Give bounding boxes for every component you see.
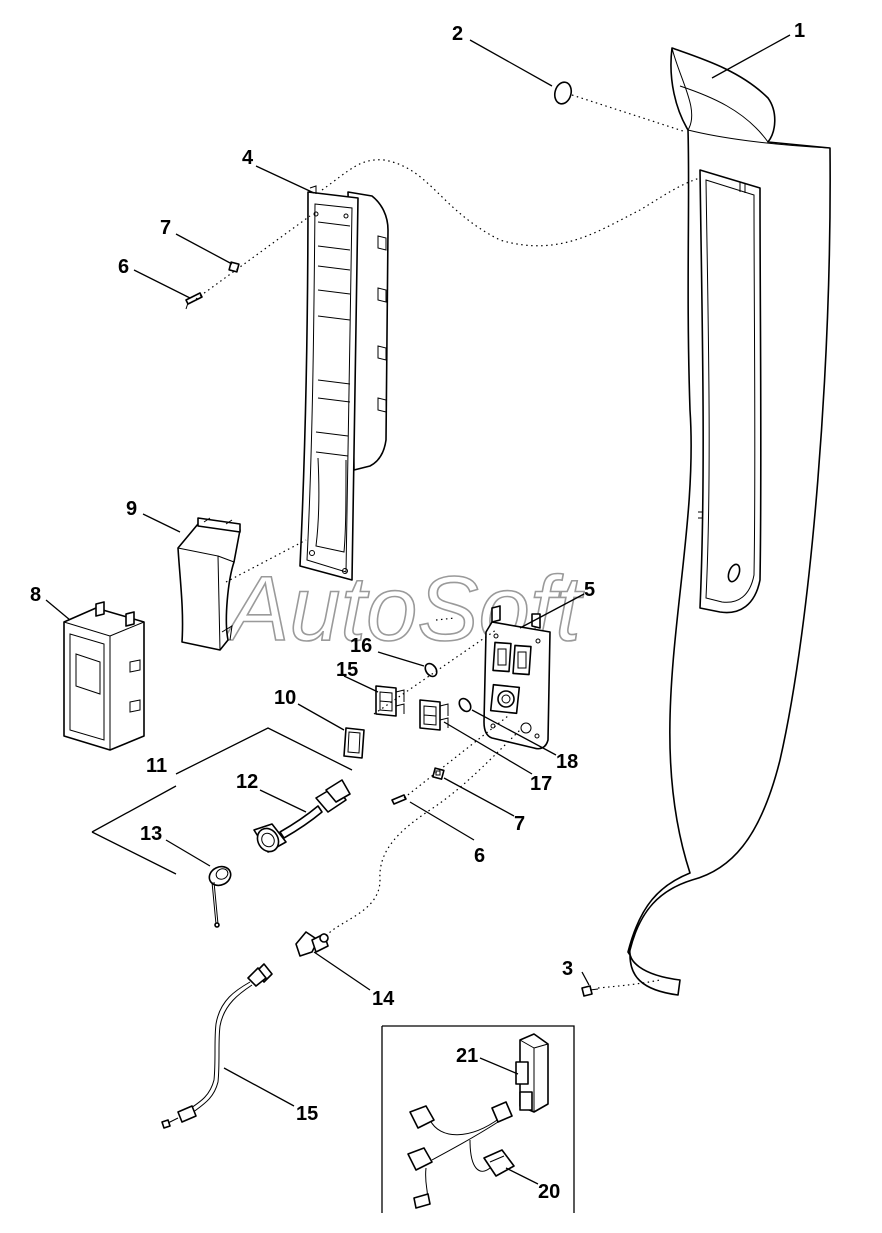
callout-3: 3 (562, 958, 573, 980)
knob-switch-part-14 (295, 931, 329, 957)
inset-harness-box (381, 1025, 575, 1213)
rocker-switch-part-15 (375, 685, 405, 717)
callout-20: 20 (538, 1181, 560, 1203)
callout-8: 8 (30, 584, 41, 606)
callout-7-upper: 7 (160, 217, 171, 239)
bulb-part-16 (424, 662, 438, 678)
callout-1: 1 (794, 20, 805, 42)
switch-panel-part-5 (483, 605, 551, 750)
bracket-part-9 (177, 517, 241, 651)
leader-lines (45, 34, 791, 1185)
socket-harness-part-12 (253, 779, 351, 853)
assembly-dotted-lines (191, 94, 701, 989)
plug-part-2 (553, 81, 573, 105)
callout-15-cable: 15 (296, 1103, 318, 1125)
callout-2: 2 (452, 23, 463, 45)
callout-13: 13 (140, 823, 162, 845)
callout-15-switch: 15 (336, 659, 358, 681)
callout-9: 9 (126, 498, 137, 520)
callout-11: 11 (146, 755, 167, 777)
screw-part-3 (581, 985, 599, 997)
callout-4: 4 (242, 147, 254, 169)
callout-16: 16 (350, 635, 372, 657)
callout-5: 5 (584, 579, 595, 601)
callout-17: 17 (530, 773, 552, 795)
callout-14: 14 (372, 988, 395, 1010)
connector-part-20 (483, 1149, 515, 1177)
callout-12: 12 (236, 771, 258, 793)
callout-7-lower: 7 (514, 813, 525, 835)
clip-part-7-lower (432, 767, 445, 780)
callout-6-lower: 6 (474, 845, 485, 867)
connector-module-part-21 (515, 1033, 549, 1113)
callout-6-upper: 6 (118, 256, 129, 278)
callout-21: 21 (456, 1045, 478, 1067)
pillar-trim-part-1 (627, 47, 831, 996)
bulb-part-18 (458, 697, 472, 713)
cable-part-15 (161, 963, 273, 1129)
cap-part-13 (208, 865, 232, 928)
callout-18: 18 (556, 751, 578, 773)
lens-part-10 (343, 727, 365, 759)
housing-part-8 (63, 601, 145, 751)
screw-part-6-upper (185, 292, 203, 310)
callout-10: 10 (274, 687, 296, 709)
screw-part-6-lower (391, 794, 407, 805)
bezel-part-4 (299, 185, 389, 581)
rocker-switch-part-17 (419, 699, 449, 731)
callout-labels: 1 2 3 4 5 6 6 7 7 8 9 10 11 12 13 14 15 … (30, 20, 805, 1203)
